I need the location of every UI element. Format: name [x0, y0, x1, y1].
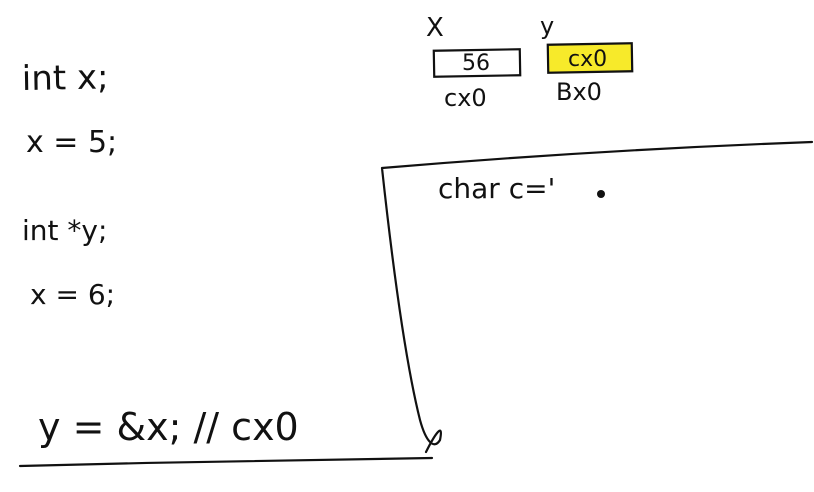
memory-box-y — [546, 42, 634, 74]
memory-box-y-value: cx0 — [568, 47, 607, 72]
memory-var-y-label: y — [540, 12, 554, 40]
code-line-assign-y-address: y = &x; // cx0 — [38, 405, 299, 449]
bottom-underline — [18, 456, 434, 468]
memory-diagram: X y 56 cx0 cx0 Bx0 — [426, 12, 634, 112]
code-line-declare-pointer-y: int *y; — [22, 214, 107, 247]
memory-var-x-label: X — [426, 13, 444, 43]
cursor-icon — [597, 190, 605, 198]
memory-addr-x: cx0 — [444, 84, 487, 112]
code-line-assign-x-5: x = 5; — [26, 125, 117, 160]
memory-addr-y: Bx0 — [556, 78, 602, 106]
code-line-assign-x-6: x = 6; — [30, 278, 115, 311]
memory-box-x — [432, 48, 522, 78]
code-line-declare-x: int x; — [21, 57, 108, 99]
memory-box-x-value: 56 — [462, 51, 490, 76]
side-panel-frame — [380, 140, 814, 454]
side-panel-text: char c=' — [438, 172, 555, 205]
